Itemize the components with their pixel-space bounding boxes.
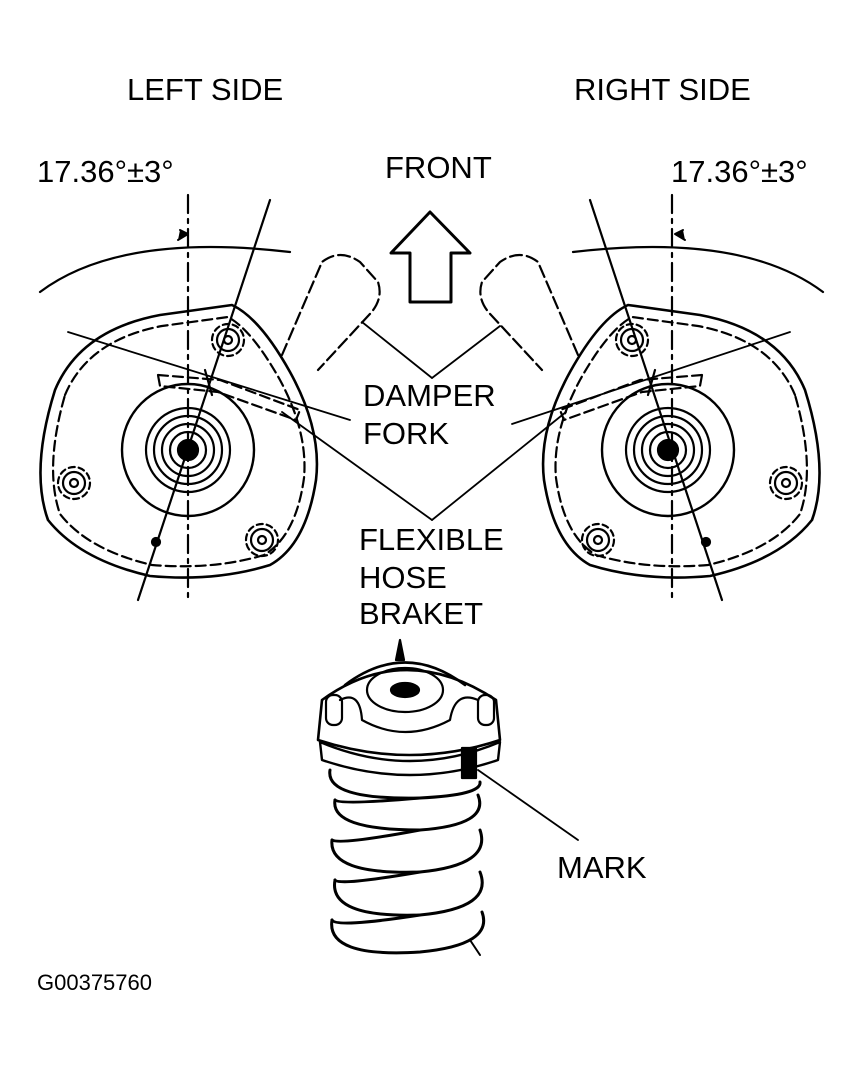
- right-angle-arc: [571, 245, 825, 294]
- left-angle-label: 17.36°±3°: [37, 154, 174, 189]
- leader-lines: [67, 321, 791, 521]
- figure-id: G00375760: [37, 970, 152, 995]
- left-mount-plate-inner: [51, 315, 306, 568]
- right-mount-plate: [541, 303, 821, 579]
- strut-assembly: [316, 638, 502, 956]
- right-mount-plate-inner: [554, 315, 809, 568]
- right-strut-mount: [479, 193, 825, 602]
- mark-label: MARK: [557, 850, 647, 885]
- fork-label: FORK: [363, 416, 450, 451]
- braket-label: BRAKET: [359, 596, 484, 631]
- left-angle-arc: [38, 245, 292, 294]
- left-side-label: LEFT SIDE: [127, 72, 284, 107]
- right-axis-line: [588, 198, 724, 602]
- left-mount-plate: [39, 303, 319, 579]
- mark-leader-line: [477, 769, 579, 841]
- left-damper-fork-ghost: [280, 253, 381, 372]
- right-side-label: RIGHT SIDE: [574, 72, 751, 107]
- front-arrow-icon: [389, 210, 472, 304]
- left-strut-mount: [38, 193, 381, 602]
- front-label: FRONT: [385, 150, 492, 185]
- right-angle-label: 17.36°±3°: [671, 154, 808, 189]
- flexible-label: FLEXIBLE: [359, 522, 504, 557]
- left-axis-line: [136, 198, 272, 602]
- damper-label: DAMPER: [363, 378, 496, 413]
- hose-label: HOSE: [359, 560, 447, 595]
- right-damper-fork-ghost: [479, 253, 580, 372]
- right-hose-bracket: [558, 373, 704, 422]
